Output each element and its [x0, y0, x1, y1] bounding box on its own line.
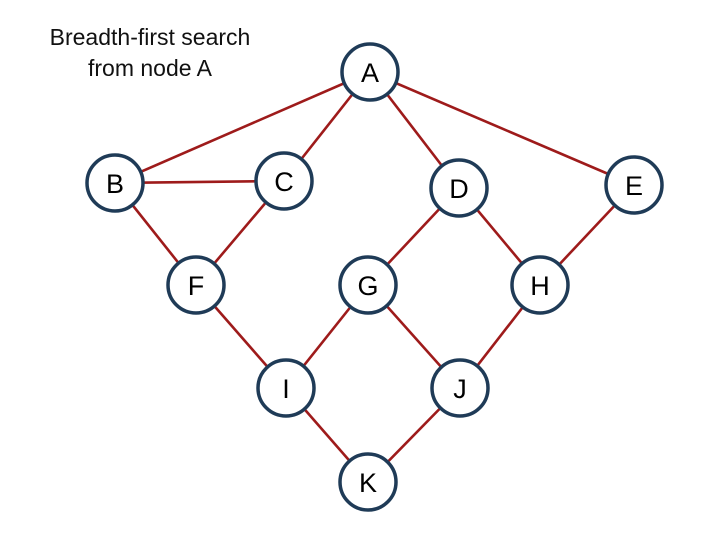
- node-A-circle: [340, 42, 400, 102]
- node-K-label: K: [359, 468, 377, 498]
- edge-A-B: [114, 70, 371, 185]
- node-A: A: [340, 42, 400, 102]
- node-F-circle: [166, 255, 226, 315]
- node-I-label: I: [282, 374, 290, 404]
- node-J-label: J: [453, 374, 467, 404]
- node-D-circle: [429, 158, 489, 218]
- slide-title-line1: Breadth-first search: [49, 24, 251, 50]
- node-H-circle: [510, 255, 570, 315]
- node-B: B: [85, 153, 145, 213]
- edge-A-E: [369, 70, 635, 187]
- node-C-label: C: [274, 167, 294, 197]
- node-F-label: F: [188, 271, 205, 301]
- node-F: F: [166, 255, 226, 315]
- node-I: I: [256, 358, 316, 418]
- node-H: H: [510, 255, 570, 315]
- node-C: C: [254, 151, 314, 211]
- node-G: G: [338, 255, 398, 315]
- node-J: J: [430, 358, 490, 418]
- node-I-circle: [256, 358, 316, 418]
- node-C-circle: [254, 151, 314, 211]
- node-E: E: [604, 155, 664, 215]
- slide-title: Breadth-first search from node A: [26, 22, 274, 84]
- node-E-circle: [604, 155, 664, 215]
- node-A-label: A: [361, 58, 379, 88]
- node-G-circle: [338, 255, 398, 315]
- slide-title-line2: from node A: [87, 55, 213, 81]
- node-G-label: G: [357, 271, 378, 301]
- node-B-label: B: [106, 169, 124, 199]
- node-H-label: H: [530, 271, 550, 301]
- node-K-circle: [338, 452, 398, 512]
- node-B-circle: [85, 153, 145, 213]
- node-D-label: D: [449, 174, 469, 204]
- node-K: K: [338, 452, 398, 512]
- node-D: D: [429, 158, 489, 218]
- node-E-label: E: [625, 171, 643, 201]
- node-J-circle: [430, 358, 490, 418]
